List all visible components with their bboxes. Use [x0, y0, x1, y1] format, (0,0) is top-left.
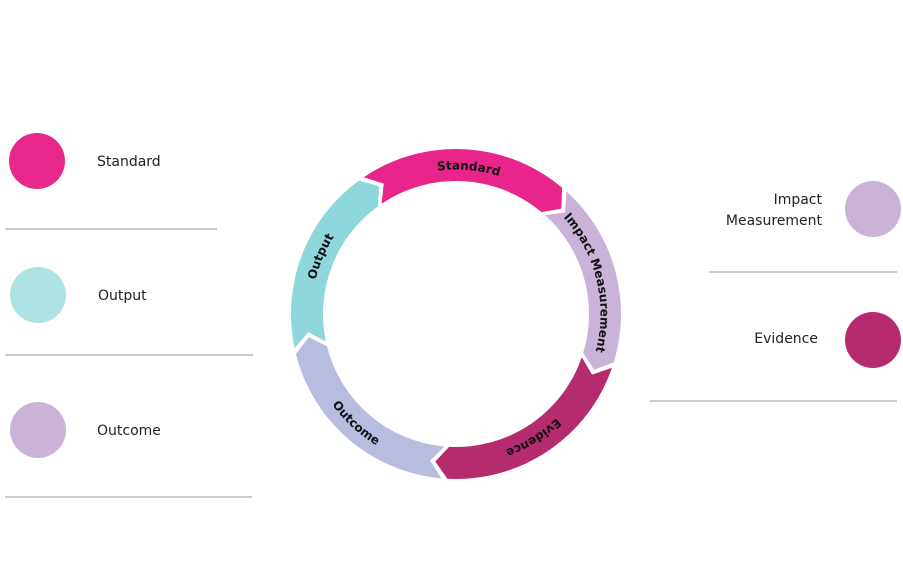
cycle-arrow-standard [363, 149, 563, 213]
legend-dot-impact-measurement [845, 181, 901, 237]
legend-label-standard: Standard [97, 154, 161, 170]
legend-dot-output [10, 267, 66, 323]
legend-right: Impact Measurement Evidence [650, 181, 901, 402]
legend-dot-outcome [10, 402, 66, 458]
cycle-arrow-evidence [435, 357, 613, 479]
legend-label-impact-1: Impact [774, 192, 823, 208]
cycle-arrow-outcome [295, 337, 445, 479]
legend-dot-standard [9, 133, 65, 189]
legend-label-output: Output [98, 288, 147, 304]
legend-label-evidence: Evidence [754, 331, 818, 347]
cycle-arrow-output [291, 180, 380, 349]
legend-dot-evidence [845, 312, 901, 368]
legend-label-outcome: Outcome [97, 423, 161, 439]
cycle-arrow-impact-measurement [544, 191, 621, 370]
legend-left: Standard Output Outcome [5, 133, 253, 498]
legend-label-impact-2: Measurement [726, 213, 823, 229]
